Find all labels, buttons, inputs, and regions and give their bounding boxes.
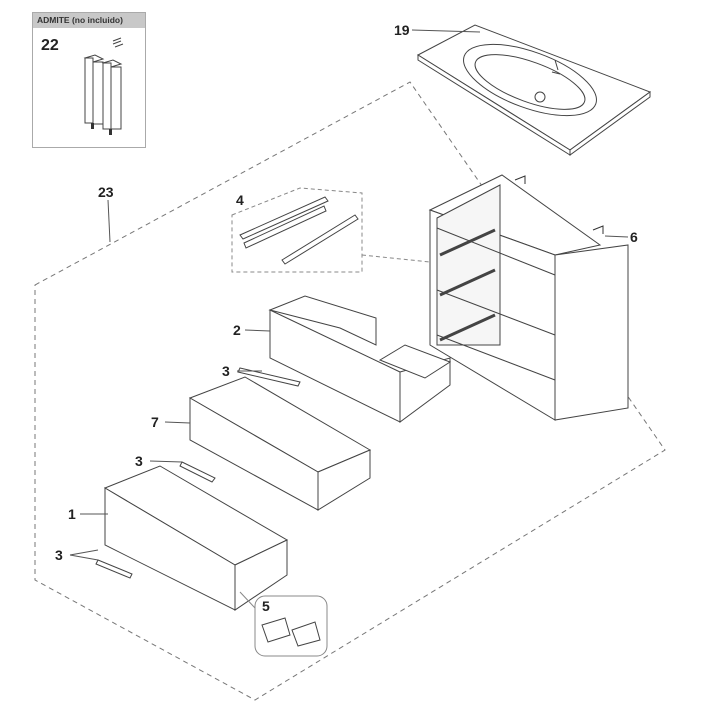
part-label-3-top: 3 [222,363,230,379]
bottom-drawer [103,465,289,611]
part-label-1: 1 [68,506,76,522]
part-label-5: 5 [262,598,270,614]
part-label-6: 6 [630,229,638,245]
clips-5 [261,617,321,647]
runner-bottom [95,559,133,579]
part-label-7: 7 [151,414,159,430]
wall-brackets [514,175,604,234]
part-label-3-bottom: 3 [55,547,63,563]
cabinet [428,174,629,421]
optional-legs-box: ADMITE (no incluido) 22 [32,12,146,148]
assembly-outline [34,81,666,701]
runners-detail-box [231,187,363,273]
legs-illustration [83,37,124,135]
part-label-2: 2 [233,322,241,338]
part-label-4: 4 [236,192,244,208]
runner-middle [179,461,216,483]
top-drawer [268,295,452,423]
sink [416,24,652,156]
runners-4 [239,196,359,265]
part-label-22: 22 [41,37,59,54]
part-label-3-middle: 3 [135,453,143,469]
clips-detail-box [254,595,328,657]
part-label-19: 19 [394,22,410,38]
part-label-23: 23 [98,184,114,200]
middle-drawer [188,376,372,511]
optional-header: ADMITE (no incluido) [33,13,145,28]
